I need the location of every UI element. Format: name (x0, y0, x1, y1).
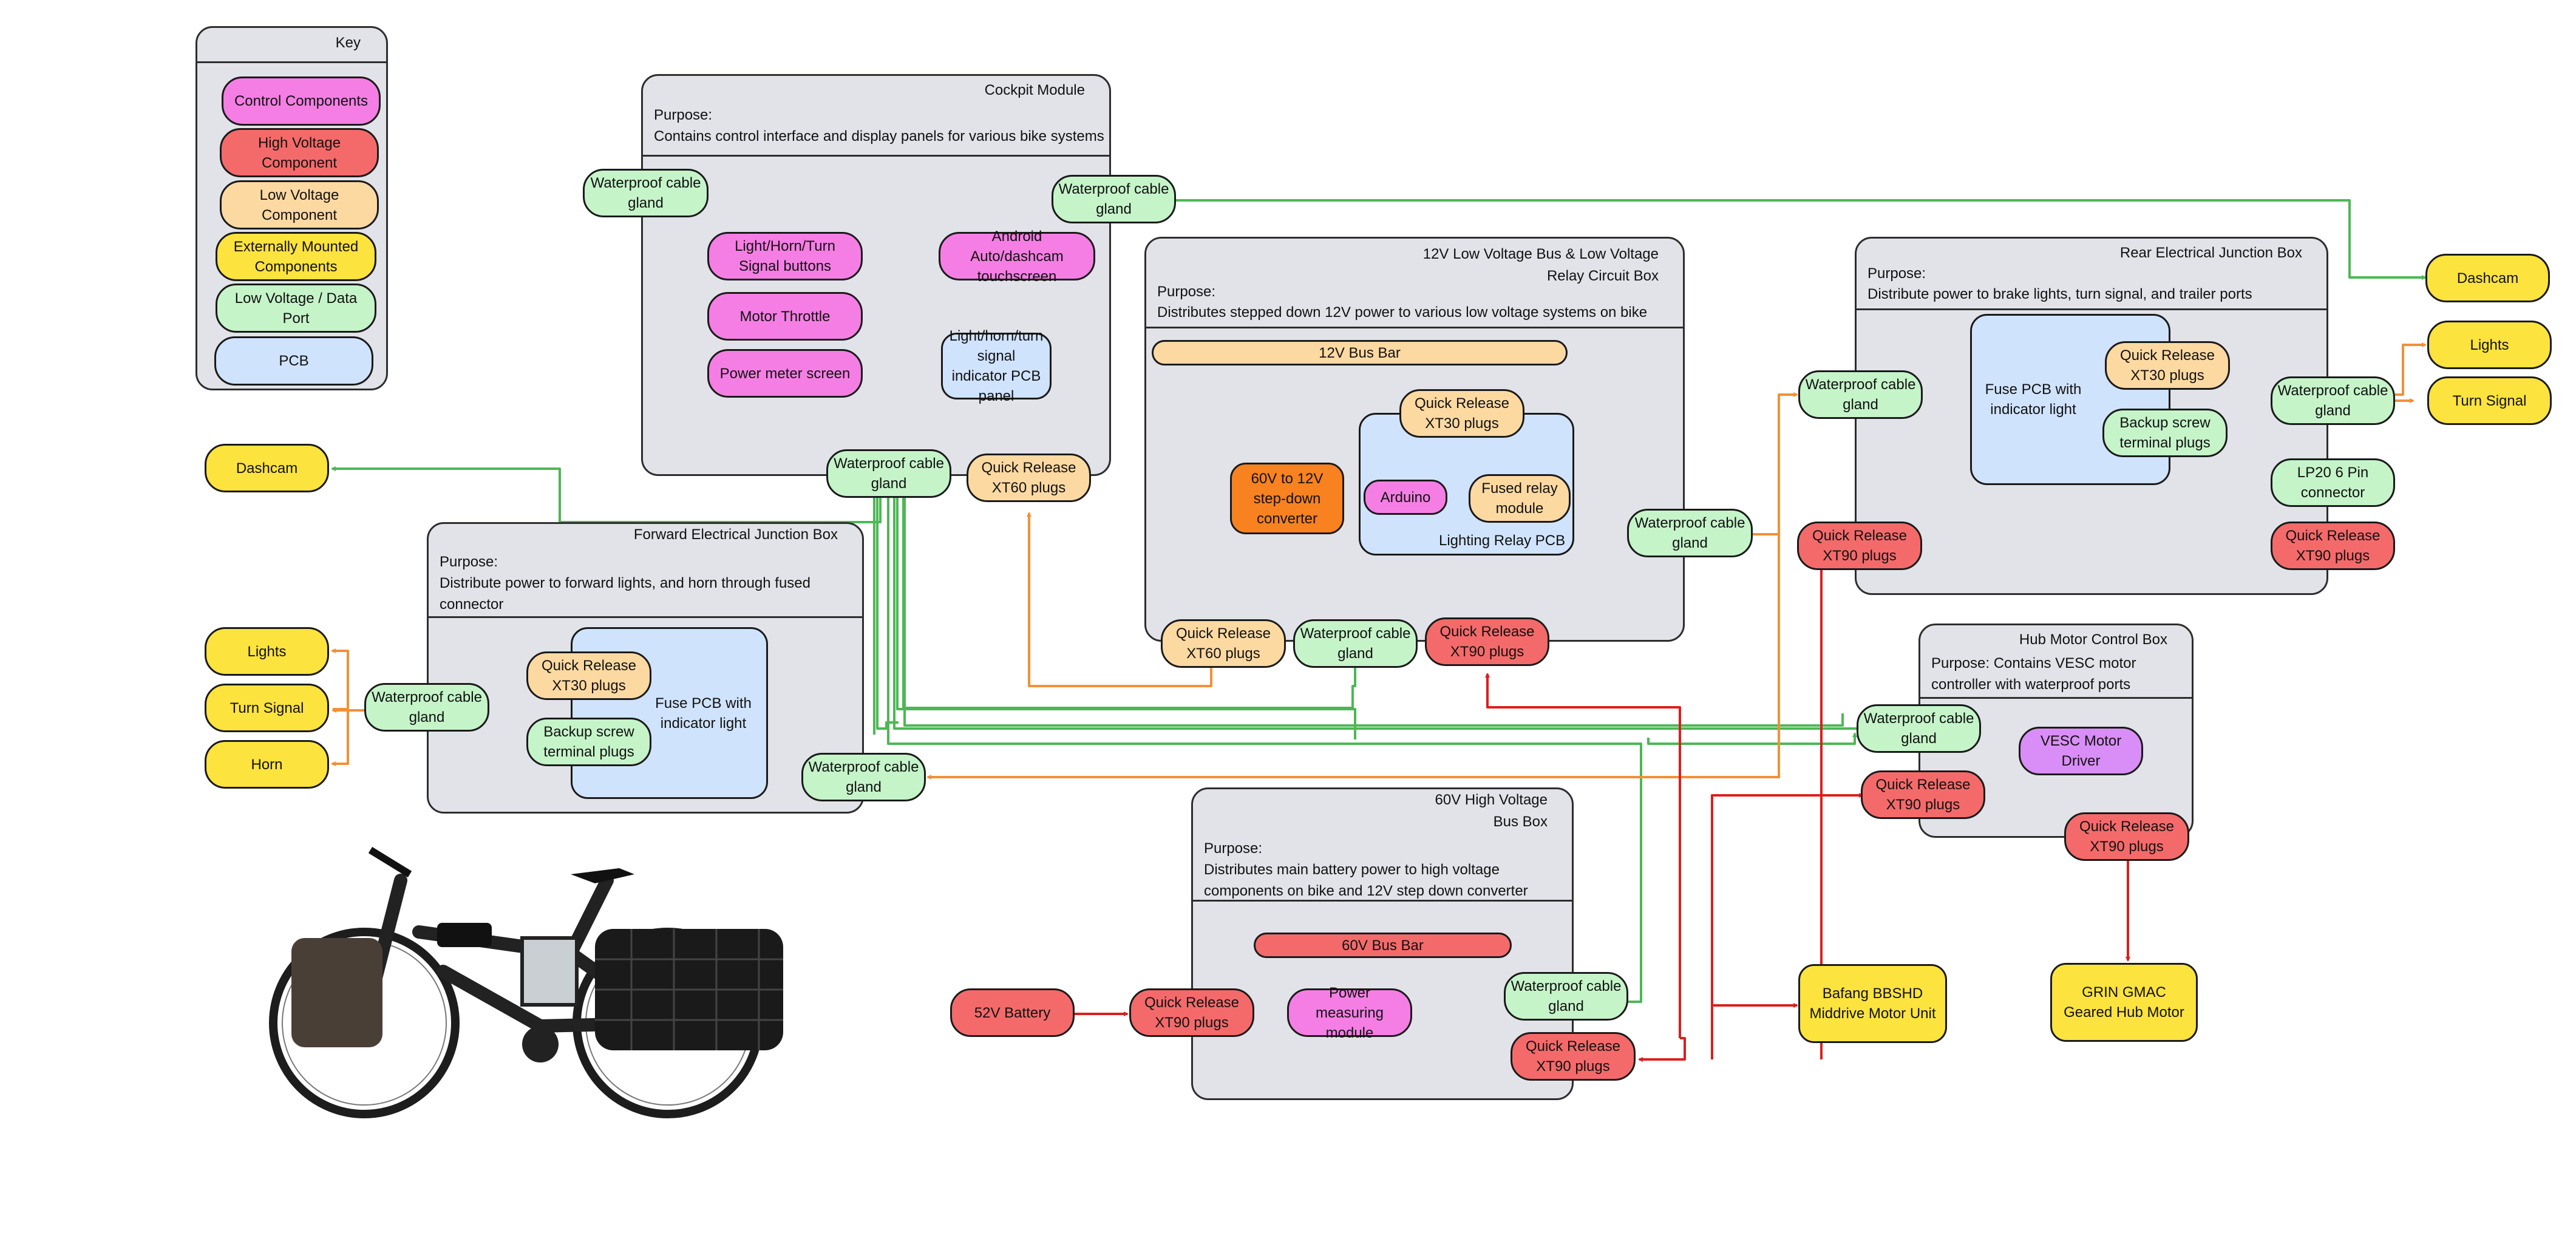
android-touchscreen: Android Auto/dashcam touchscreen (939, 228, 1095, 285)
key-divider (197, 61, 386, 63)
rear-lights: Lights (2427, 321, 2552, 369)
hv-divider (1193, 900, 1572, 902)
rear-fuse-pcb: Fuse PCB with indicator light (1970, 314, 2170, 485)
cockpit-gland-right: Waterproof cable gland (1052, 175, 1176, 223)
forward-gland-bottom: Waterproof cable gland (801, 753, 926, 801)
rear-backup-terminal: Backup screw terminal plugs (2102, 409, 2228, 457)
forward-divider (429, 616, 862, 618)
hub-title: Hub Motor Control Box (2019, 631, 2167, 648)
forward-xt30: Quick Release XT30 plugs (526, 651, 651, 700)
cockpit-title: Cockpit Module (984, 82, 1085, 98)
rear-purpose: Distribute power to brake lights, turn s… (1867, 286, 2252, 302)
cockpit-xt60: Quick Release XT60 plugs (967, 454, 1091, 502)
bus-bar-12v: 12V Bus Bar (1152, 340, 1568, 365)
arduino: Arduino (1364, 480, 1447, 515)
hv-purpose-label: Purpose: (1204, 840, 1263, 857)
rear-turn-signal: Turn Signal (2427, 376, 2552, 425)
rear-gland-left: Waterproof cable gland (1798, 370, 1923, 419)
lp20-connector: LP20 6 Pin connector (2271, 458, 2395, 507)
cockpit-purpose: Contains control interface and display p… (654, 128, 1104, 144)
cockpit-divider (643, 155, 1109, 157)
key-item-data-port: Low Voltage / Data Port (216, 284, 376, 333)
bus-bar-60v: 60V Bus Bar (1254, 933, 1512, 958)
rear-title: Rear Electrical Junction Box (2119, 245, 2302, 261)
relay-title: 12V Low Voltage Bus & Low Voltage Relay … (1422, 246, 1659, 284)
lighting-relay-pcb-label: Lighting Relay PCB (1439, 532, 1566, 549)
key-item-pcb: PCB (214, 336, 373, 386)
rear-xt30: Quick Release XT30 plugs (2105, 341, 2230, 390)
rear-xt90-left: Quick Release XT90 plugs (1797, 522, 1922, 570)
key-item-high-voltage: High Voltage Component (220, 128, 379, 177)
vesc-motor-driver: VESC Motor Driver (2019, 727, 2143, 775)
rear-xt90-right: Quick Release XT90 plugs (2271, 522, 2395, 570)
hub-purpose: Purpose: Contains VESC motor controller … (1931, 655, 2136, 693)
relay-gland-right: Waterproof cable gland (1627, 509, 1753, 557)
horn: Horn (205, 740, 329, 789)
key-title: Key (335, 35, 361, 51)
ebike-photo (269, 846, 783, 1118)
front-turn-signal: Turn Signal (205, 684, 329, 732)
hub-divider (1920, 697, 2192, 699)
cockpit-gland-left: Waterproof cable gland (583, 169, 709, 217)
rear-divider (1857, 308, 2326, 310)
bafang-motor: Bafang BBSHD Middrive Motor Unit (1798, 964, 1947, 1043)
key-item-external: Externally Mounted Components (216, 232, 376, 281)
relay-xt90: Quick Release XT90 plugs (1425, 617, 1549, 666)
relay-purpose-label: Purpose: (1157, 284, 1216, 300)
forward-title: Forward Electrical Junction Box (633, 526, 838, 543)
relay-divider (1146, 327, 1683, 328)
key-panel: Key Control Components High Voltage Comp… (195, 26, 388, 390)
dashcam-left: Dashcam (205, 444, 329, 492)
step-down-converter: 60V to 12V step-down converter (1230, 463, 1344, 534)
battery-52v: 52V Battery (950, 988, 1075, 1037)
power-measuring-module: Power measuring module (1287, 985, 1412, 1041)
hv-xt90-out: Quick Release XT90 plugs (1511, 1032, 1636, 1081)
rear-dashcam: Dashcam (2425, 254, 2550, 302)
relay-xt60: Quick Release XT60 plugs (1161, 619, 1286, 668)
power-meter-screen: Power meter screen (707, 349, 863, 398)
forward-backup-terminal: Backup screw terminal plugs (526, 718, 651, 766)
rear-gland-right: Waterproof cable gland (2271, 376, 2395, 425)
hv-title: 60V High Voltage Bus Box (1435, 792, 1548, 830)
relay-purpose: Distributes stepped down 12V power to va… (1157, 304, 1648, 321)
hub-gland: Waterproof cable gland (1857, 704, 1981, 753)
cockpit-gland-bottom: Waterproof cable gland (826, 449, 951, 498)
fused-relay-module: Fused relay module (1469, 474, 1571, 523)
relay-xt30: Quick Release XT30 plugs (1399, 389, 1524, 438)
rear-purpose-label: Purpose: (1867, 265, 1926, 282)
key-item-control: Control Components (222, 76, 381, 126)
hub-xt90-out: Quick Release XT90 plugs (2064, 812, 2189, 861)
lhts-buttons: Light/Horn/Turn Signal buttons (707, 232, 863, 280)
hv-purpose: Distributes main battery power to high v… (1204, 862, 1528, 899)
forward-gland-left: Waterproof cable gland (364, 683, 489, 732)
hub-xt90-in: Quick Release XT90 plugs (1861, 770, 1985, 819)
key-item-low-voltage: Low Voltage Component (220, 180, 379, 229)
indicator-pcb-panel: Light/horn/turn signal indicator PCB pan… (941, 328, 1052, 404)
grin-hub-motor: GRIN GMAC Geared Hub Motor (2050, 963, 2198, 1042)
hv-xt90-in: Quick Release XT90 plugs (1129, 988, 1254, 1037)
forward-purpose-label: Purpose: (440, 554, 498, 570)
cockpit-purpose-label: Purpose: (654, 107, 713, 123)
forward-purpose: Distribute power to forward lights, and … (440, 575, 811, 613)
front-lights: Lights (205, 627, 329, 676)
relay-gland-bottom: Waterproof cable gland (1293, 619, 1418, 668)
hv-gland: Waterproof cable gland (1504, 972, 1628, 1021)
motor-throttle: Motor Throttle (707, 292, 863, 341)
